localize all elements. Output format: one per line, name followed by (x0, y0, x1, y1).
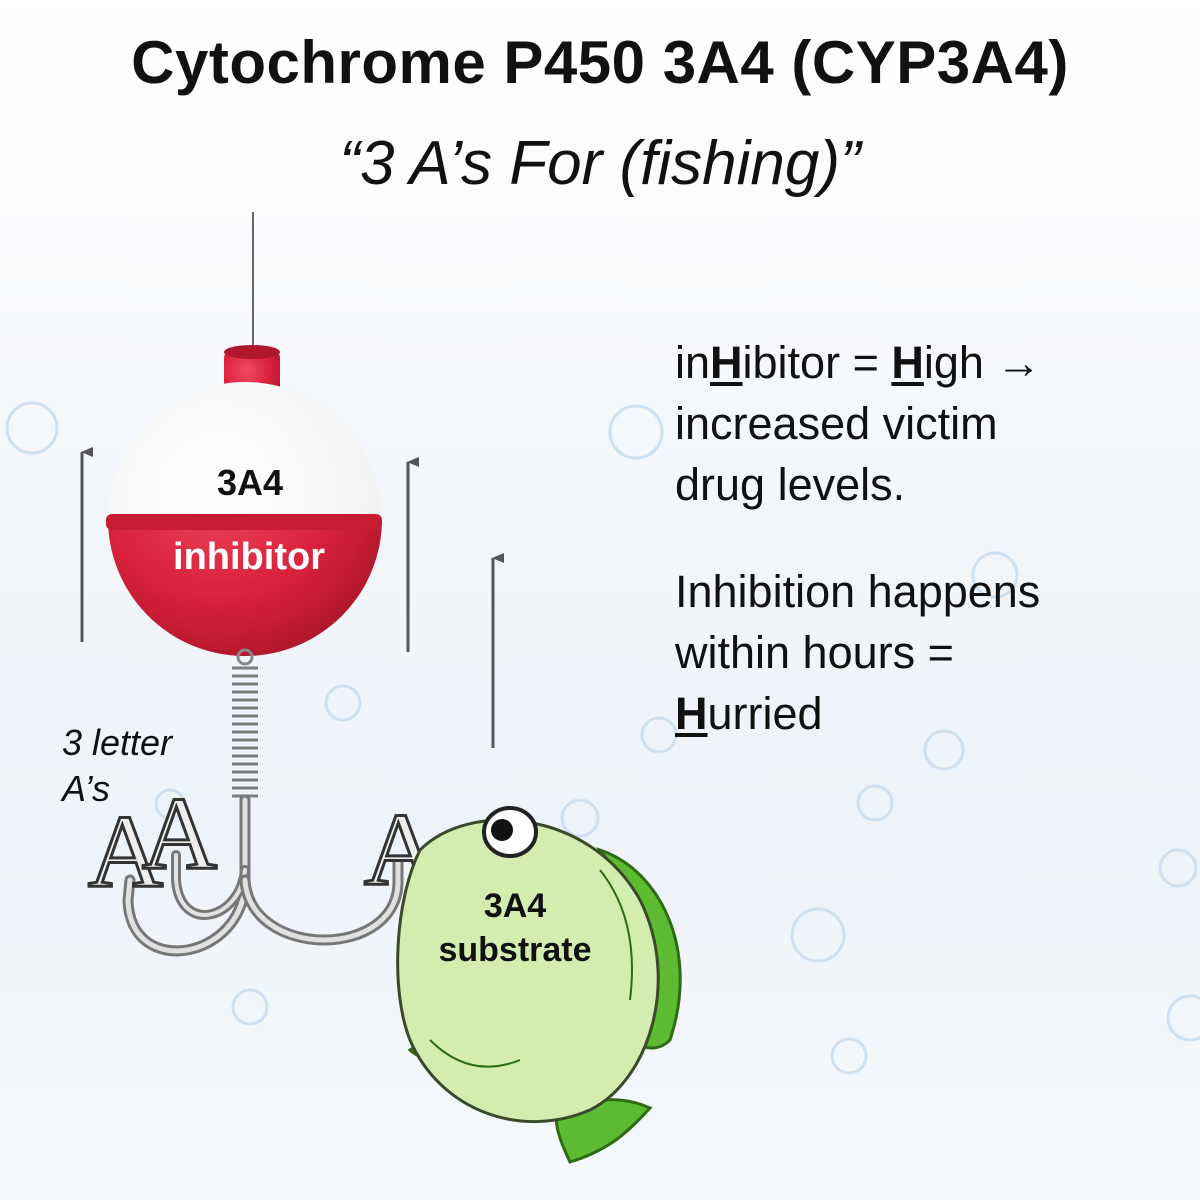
highlight-h: H (891, 337, 924, 388)
bubble (5, 401, 59, 455)
fish (396, 806, 682, 1164)
bubble (608, 404, 664, 460)
bubble (154, 788, 186, 820)
bobber-stem-top (224, 345, 280, 359)
bobber (106, 345, 382, 656)
highlight-h: H (675, 688, 708, 739)
highlight-h: H (710, 337, 743, 388)
bubbles (5, 401, 1200, 1075)
fish-pupil (491, 819, 513, 841)
bubble (324, 684, 362, 722)
timing-note-line3: Hurried (675, 688, 823, 739)
bubble (231, 988, 269, 1026)
bubble (856, 784, 894, 822)
bubble (640, 716, 678, 754)
bubble (923, 729, 965, 771)
hook-note: 3 letter A’s (62, 720, 222, 812)
hook-letter-a: A (88, 794, 163, 909)
inhibitor-note: inHibitor = High → increased victim drug… (675, 332, 1175, 515)
bobber-top-label: 3A4 (216, 462, 284, 503)
hook-note-line2: A’s (62, 768, 111, 809)
bobber-bottom-label: inhibitor (173, 536, 325, 578)
inhibitor-note-line1: inHibitor = High → (675, 337, 1042, 388)
bubble (830, 1037, 868, 1075)
spring (232, 666, 258, 798)
bubble (1158, 848, 1198, 888)
fish-label: 3A4 substrate (415, 884, 615, 972)
timing-note: Inhibition happens within hours = Hurrie… (675, 561, 1175, 744)
inhibitor-note-line2: increased victim (675, 398, 998, 449)
inhibitor-note-line3: drug levels. (675, 459, 906, 510)
timing-note-line1: Inhibition happens (675, 566, 1041, 617)
bubble (790, 907, 846, 963)
bobber-top-half (108, 382, 382, 520)
bubble (971, 551, 1019, 599)
hook-letters: A A A (87, 775, 441, 911)
page-subtitle: “3 A’s For (fishing)” (339, 129, 861, 198)
fish-body (396, 818, 660, 1124)
bobber-rim (106, 514, 382, 530)
treble-hook (122, 794, 404, 957)
swivel-ring (236, 648, 254, 666)
hook-note-line1: 3 letter (62, 722, 173, 763)
fish-label-line1: 3A4 (483, 887, 547, 925)
bubble (560, 798, 600, 838)
fish-label-line2: substrate (438, 931, 592, 969)
timing-note-line2: within hours = (675, 627, 954, 678)
page-title: Cytochrome P450 3A4 (CYP3A4) (131, 29, 1069, 96)
bobber-bottom-half (108, 520, 382, 656)
bubble (1166, 994, 1200, 1042)
hook-letter-a: A (142, 776, 217, 891)
